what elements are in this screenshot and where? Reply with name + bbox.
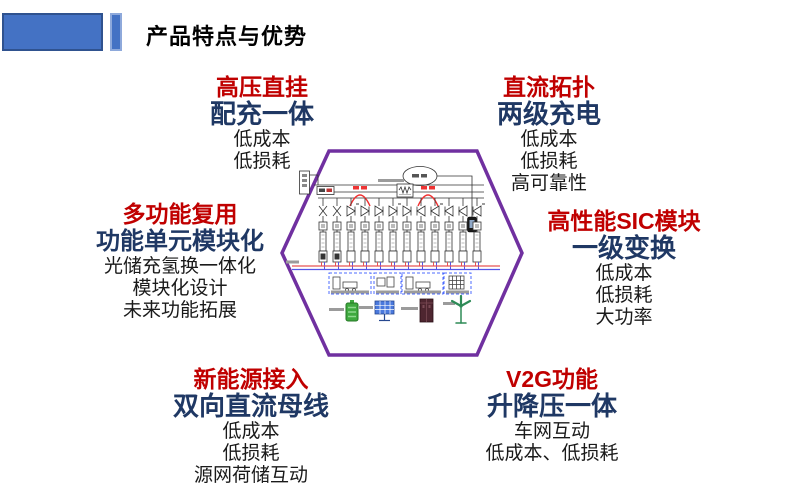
feature-heading-red: V2G功能 [505, 366, 599, 392]
equipment-dashed-box [443, 272, 472, 295]
equipment-dashed-boxes [328, 272, 472, 295]
page-title: 产品特点与优势 [146, 24, 308, 49]
storage-cabinet-icon [401, 298, 434, 323]
feature-bullet: 低成本 [233, 129, 291, 150]
equipment-dashed-box [328, 272, 372, 295]
feature-bullet: 低损耗 [520, 151, 578, 172]
feature-bullet: 低成本 [595, 263, 653, 284]
feature-heading-red: 直流拓扑 [502, 74, 595, 100]
feature-bullet: 低成本 [222, 421, 280, 442]
feature-bullet: 未来功能拓展 [122, 300, 237, 321]
feature-bullet: 模块化设计 [132, 278, 228, 299]
feature-mid-right: 高性能SIC模块 一级变换 低成本 低损耗 大功率 [547, 208, 700, 329]
feature-heading-red: 多功能复用 [122, 201, 238, 227]
feature-bottom-right: V2G功能 升降压一体 车网互动 低成本、低损耗 [485, 366, 618, 465]
feature-heading-navy: 配充一体 [209, 99, 315, 129]
feature-bullet: 车网互动 [513, 421, 591, 442]
dc-bus-lines [286, 260, 500, 271]
solar-panel-icon [359, 300, 395, 322]
feature-heading-navy: 功能单元模块化 [96, 228, 264, 255]
feature-heading-navy: 两级充电 [496, 99, 602, 129]
equipment-dashed-box [401, 272, 444, 295]
feature-mid-left: 多功能复用 功能单元模块化 光储充氢换一体化 模块化设计 未来功能拓展 [96, 201, 264, 322]
feature-bullet: 源网荷储互动 [193, 465, 309, 486]
feature-bullet: 高可靠性 [510, 173, 588, 194]
feature-bullet: 低损耗 [222, 443, 280, 464]
feature-bullet: 光储充氢换一体化 [103, 256, 256, 277]
feature-bullet: 低损耗 [595, 285, 653, 306]
feature-heading-navy: 升降压一体 [486, 391, 618, 421]
title-decoration-tick [110, 13, 122, 51]
feature-heading-navy: 一级变换 [571, 233, 676, 263]
feature-bullet: 低损耗 [233, 151, 291, 172]
title-decoration-rect [2, 13, 103, 51]
feature-heading-red: 高性能SIC模块 [547, 208, 701, 234]
equipment-dashed-box [373, 272, 402, 295]
feature-bullet: 大功率 [595, 307, 653, 328]
feature-heading-red: 新能源接入 [193, 366, 309, 392]
feature-bullet: 低成本 [520, 129, 578, 150]
converter-valves [318, 203, 485, 260]
feature-top-right: 直流拓扑 两级充电 低成本 低损耗 高可靠性 [497, 74, 601, 195]
cloud-link-line [437, 175, 473, 218]
feature-bullet: 低成本、低损耗 [485, 443, 619, 464]
transformer-icon [396, 183, 414, 198]
ac-source-box-icon [299, 170, 319, 195]
feature-bottom-left: 新能源接入 双向直流母线 低成本 低损耗 源网荷储互动 [173, 366, 329, 487]
soft-switch-arc-icon [349, 186, 439, 207]
cloud-icon [402, 166, 438, 186]
feature-top-left: 高压直挂 配充一体 低成本 低损耗 [210, 74, 314, 173]
wind-turbine-icon [443, 294, 472, 324]
battery-icon [329, 300, 359, 322]
feature-heading-navy: 双向直流母线 [172, 391, 330, 421]
feature-heading-red: 高压直挂 [215, 74, 308, 100]
